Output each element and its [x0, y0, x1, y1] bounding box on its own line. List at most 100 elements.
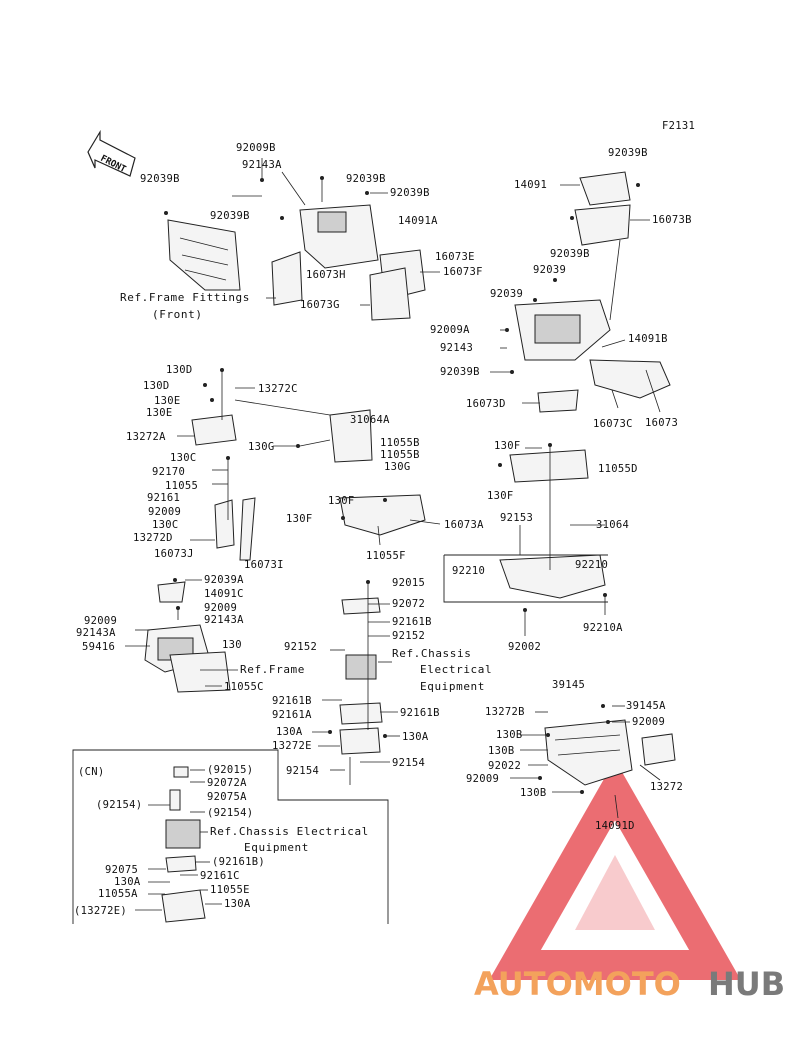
part-label: 16073B [652, 214, 692, 226]
part-label: 14091B [628, 333, 668, 345]
harness-bracket-box [443, 555, 608, 603]
part-label: 11055E [210, 884, 250, 896]
cn-region-labels: (CN) (92015) 92072A 92075A (92154) (9215… [74, 764, 368, 917]
part-label: 92143A [76, 627, 116, 639]
lower-left-bracket-group [144, 581, 231, 693]
part-label: 16073G [300, 299, 340, 311]
battery-group [339, 597, 383, 785]
part-label: 92161 [147, 492, 180, 504]
part-label: 92170 [152, 466, 185, 478]
part-label: 92161B [400, 707, 440, 719]
part-label: 11055B [380, 437, 420, 449]
part-label: 14091 [514, 179, 547, 191]
part-label: 11055D [598, 463, 638, 475]
part-label: 130A [114, 876, 141, 888]
part-label: 92039 [533, 264, 566, 276]
part-label: 92161B [272, 695, 312, 707]
front-left-cover-group [167, 204, 426, 321]
part-label: 92015 [392, 577, 425, 589]
reference-note: Ref.Frame [240, 663, 305, 676]
part-label: 13272B [485, 706, 525, 718]
part-label: 92161A [272, 709, 312, 721]
part-label: 130D [166, 364, 193, 376]
part-label: 92075A [207, 791, 247, 803]
leader-lines [125, 158, 661, 911]
reference-note: Electrical [420, 663, 492, 676]
part-label: 16073D [466, 398, 506, 410]
reference-note: Ref.Frame Fittings [120, 291, 250, 304]
part-label: (92015) [207, 764, 253, 776]
part-label: 31064 [596, 519, 629, 531]
watermark-text-a: AUTOMOTO [474, 965, 681, 1003]
part-label: 59416 [82, 641, 115, 653]
part-label: 92009 [204, 602, 237, 614]
part-label: 92039A [204, 574, 244, 586]
part-label: 16073A [444, 519, 484, 531]
cn-parts-group [161, 766, 206, 923]
part-label: 92039B [140, 173, 180, 185]
part-label: 92161C [200, 870, 240, 882]
reference-note: Equipment [244, 841, 309, 854]
part-label: (92161B) [212, 856, 265, 868]
part-label: 14091C [204, 588, 244, 600]
part-label: (13272E) [74, 905, 127, 917]
part-label: 130G [248, 441, 275, 453]
part-label: 92072 [392, 598, 425, 610]
part-label: 130B [520, 787, 547, 799]
part-label: 92143 [440, 342, 473, 354]
part-label: 130E [146, 407, 173, 419]
part-label: 13272 [650, 781, 683, 793]
part-label: 130B [488, 745, 515, 757]
part-label: 92039B [440, 366, 480, 378]
part-label: 16073H [306, 269, 346, 281]
part-label: (92154) [207, 807, 253, 819]
part-label: 16073 [645, 417, 678, 429]
part-label: 11055B [380, 449, 420, 461]
part-label: 92154 [286, 765, 319, 777]
part-label: 92152 [392, 630, 425, 642]
part-label: 92039B [346, 173, 386, 185]
part-label: 130F [328, 495, 355, 507]
part-label: 92002 [508, 641, 541, 653]
part-label: 130E [154, 395, 181, 407]
part-label: 16073I [244, 559, 284, 571]
part-label: 16073F [443, 266, 483, 278]
watermark-logo [489, 759, 741, 980]
part-label: 16073J [154, 548, 194, 560]
part-label: 130F [494, 440, 521, 452]
reference-note: (Front) [152, 308, 203, 321]
part-label: 92009 [466, 773, 499, 785]
part-labels: 92039B 92009B 92143A 92039B 92039B 92039… [76, 142, 692, 832]
part-label: 39145 [552, 679, 585, 691]
part-label: 92143A [204, 614, 244, 626]
watermark-text: AUTOMOTO HUB [474, 965, 785, 1003]
part-label: 92009 [632, 716, 665, 728]
part-label: 130C [152, 519, 179, 531]
part-label: 130A [276, 726, 303, 738]
part-label: 92210 [575, 559, 608, 571]
cn-region-title: (CN) [78, 766, 105, 778]
part-label: 11055F [366, 550, 406, 562]
part-label: 130A [224, 898, 251, 910]
center-bracket-group [191, 409, 606, 599]
part-label: 92143A [242, 159, 282, 171]
part-label: 130F [286, 513, 313, 525]
part-label: 92009 [84, 615, 117, 627]
part-label: 92039B [608, 147, 648, 159]
part-label: 39145A [626, 700, 666, 712]
rear-right-cover-group [514, 171, 671, 413]
rear-lower-bracket-group [544, 719, 676, 786]
part-label: 14091D [595, 820, 635, 832]
part-label: 92009A [430, 324, 470, 336]
part-label: 16073E [435, 251, 475, 263]
reference-note: Ref.Chassis [392, 647, 471, 660]
part-label: 130D [143, 380, 170, 392]
part-label: 130G [384, 461, 411, 473]
part-label: 92161B [392, 616, 432, 628]
part-label: 13272D [133, 532, 173, 544]
part-label: 13272C [258, 383, 298, 395]
part-label: 92039B [550, 248, 590, 260]
part-label: 92022 [488, 760, 521, 772]
reference-note: Equipment [420, 680, 485, 693]
